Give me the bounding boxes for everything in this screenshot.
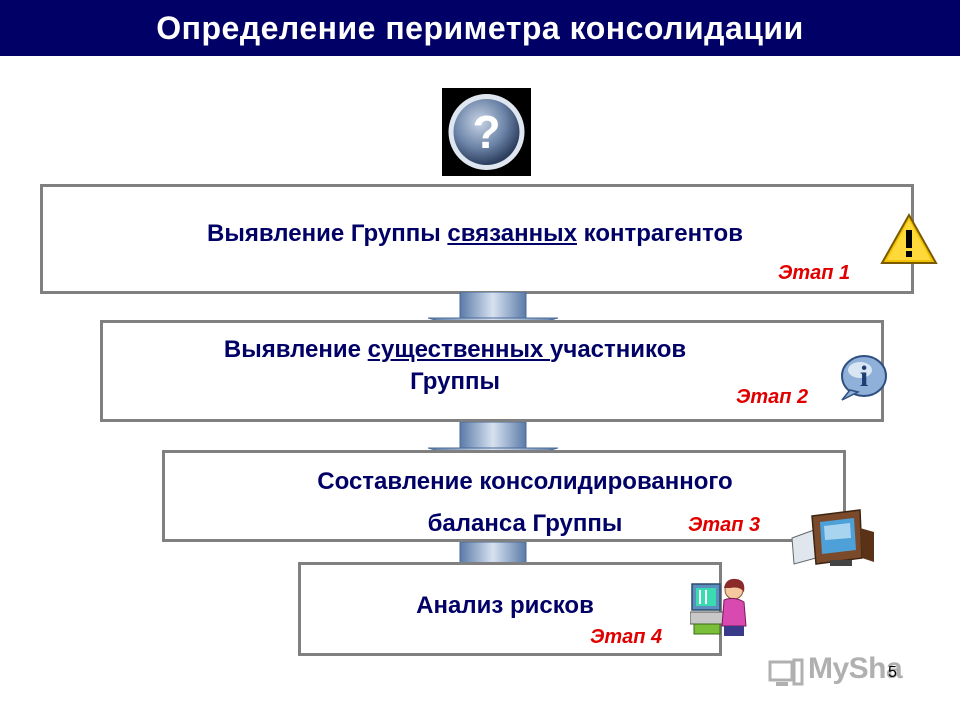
step-box-2 [100, 320, 884, 422]
step-text-3: Составление консолидированного [317, 468, 733, 495]
watermark-logo [768, 652, 928, 692]
step-text-4: Анализ рисков [416, 592, 594, 619]
stage-label-4: Этап 4 [590, 626, 663, 648]
step-box-4 [298, 562, 722, 656]
svg-text:?: ? [472, 106, 500, 158]
step-box-3 [162, 450, 846, 542]
title-bar [0, 0, 960, 56]
stage-label-3: Этап 3 [688, 514, 761, 536]
info-icon: i [836, 346, 892, 407]
stage-label-1: Этап 1 [778, 262, 851, 284]
step-text-3-line2: баланса Группы [427, 510, 623, 537]
stage-label-2: Этап 2 [736, 386, 809, 408]
svg-text:i: i [860, 360, 868, 393]
warning-icon [880, 212, 938, 271]
woman-at-computer-icon [689, 576, 750, 643]
page-title: Определение периметра консолидации [156, 10, 804, 46]
computer-icon [790, 508, 878, 573]
step-text-1: Выявление Группы связанных контрагентов [207, 220, 743, 247]
page-number: 5 [888, 664, 897, 681]
question-icon: ? [442, 88, 531, 176]
watermark-text: MySha [808, 652, 903, 685]
